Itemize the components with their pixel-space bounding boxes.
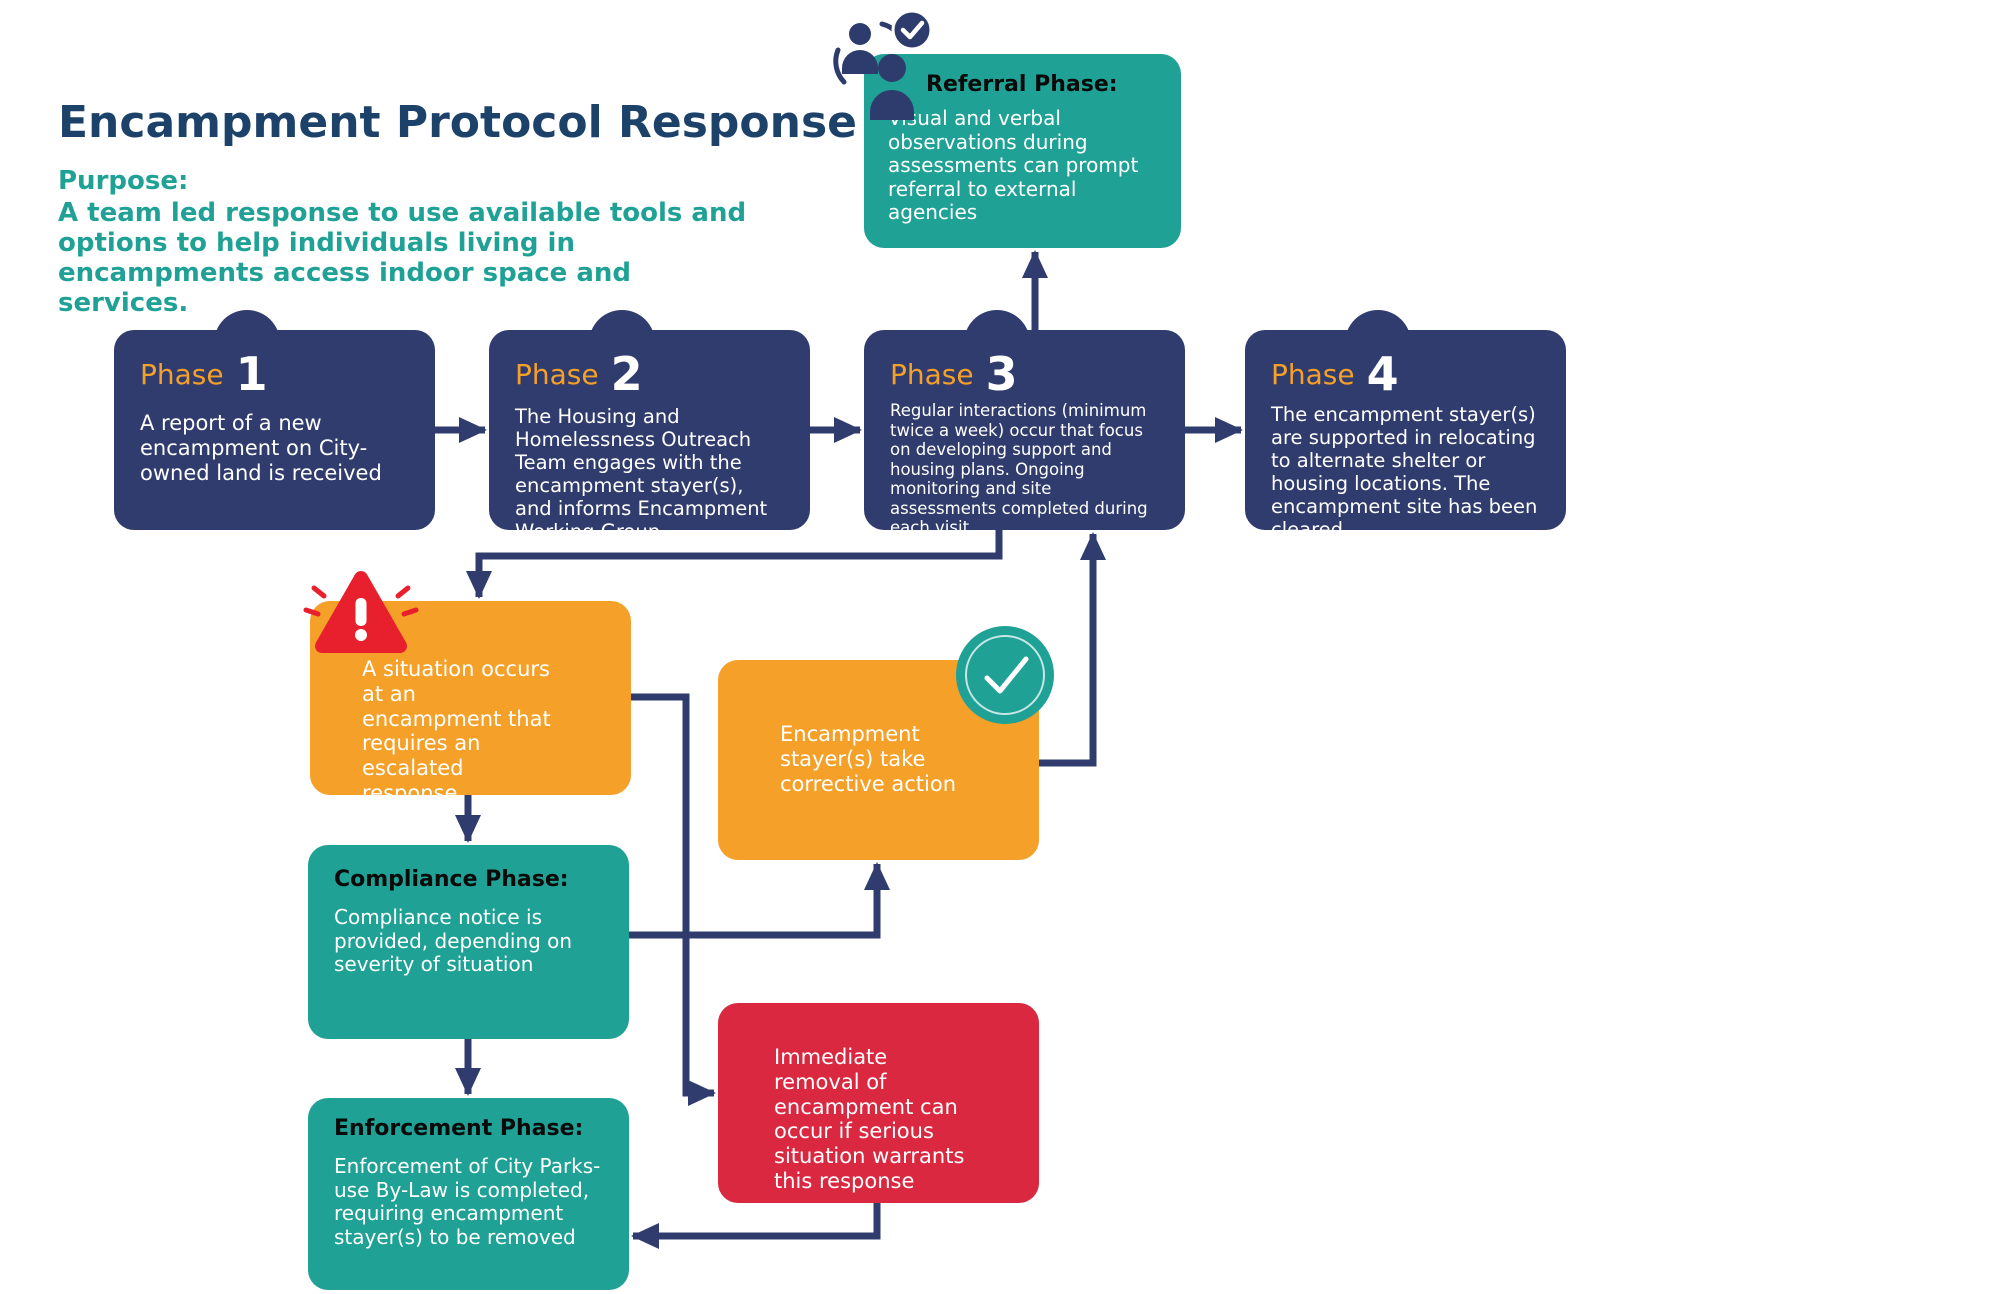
phase-3-box: Phase 3 Regular interactions (minimum tw…	[864, 310, 1185, 537]
phase-3-tab	[964, 310, 1030, 376]
referral-phase-box: Referral Phase: Visual and verbal observ…	[864, 54, 1181, 248]
compliance-phase-header: Compliance Phase:	[334, 867, 569, 892]
check-badge-icon	[891, 9, 933, 51]
compliance-phase-body: Compliance notice is provided, depending…	[334, 905, 573, 977]
arrow-removal-enforcement	[631, 1203, 881, 1249]
arrow-phase3-situation	[466, 530, 1003, 599]
phase-1-tab	[214, 310, 280, 376]
phase-4-label: Phase	[1271, 358, 1355, 392]
phase-2-box: Phase 2 The Housing and Homelessness Out…	[489, 310, 810, 543]
phase-4-body: The encampment stayer(s) are supported i…	[1271, 403, 1538, 542]
purpose-text: A team led response to use available too…	[58, 198, 747, 319]
phase-2-label: Phase	[515, 358, 599, 392]
immediate-removal-box: Immediate removal of encampment can occu…	[718, 1003, 1039, 1203]
arrow-situation-removal	[631, 693, 716, 1106]
referral-phase-header: Referral Phase:	[926, 72, 1118, 97]
enforcement-phase-body: Enforcement of City Parks-use By-Law is …	[334, 1154, 601, 1249]
phase-3-body: Regular interactions (minimum twice a we…	[890, 401, 1148, 538]
phase-1-number: 1	[235, 347, 268, 401]
referral-phase-body: Visual and verbal observations during as…	[888, 106, 1139, 225]
phase-4-box: Phase 4 The encampment stayer(s) are sup…	[1245, 310, 1566, 541]
phase-2-tab	[589, 310, 655, 376]
phase-3-number: 3	[985, 347, 1018, 401]
check-circle-icon	[956, 626, 1054, 724]
phase-4-tab	[1345, 310, 1411, 376]
phase-1-label: Phase	[140, 358, 224, 392]
phase-3-label: Phase	[890, 358, 974, 392]
compliance-phase-box: Compliance Phase: Compliance notice is p…	[308, 845, 629, 1039]
enforcement-phase-box: Enforcement Phase: Enforcement of City P…	[308, 1098, 629, 1290]
phase-1-box: Phase 1 A report of a new encampment on …	[114, 310, 435, 530]
warning-triangle-icon	[303, 571, 419, 653]
arrow-compliance-corrective	[629, 862, 890, 939]
people-referral-icon	[833, 9, 933, 120]
enforcement-phase-header: Enforcement Phase:	[334, 1116, 584, 1141]
situation-body: A situation occurs at an encampment that…	[362, 657, 551, 805]
arrow-corrective-phase3	[1039, 532, 1106, 767]
corrective-action-body: Encampment stayer(s) take corrective act…	[780, 722, 957, 796]
phase-1-body: A report of a new encampment on City-own…	[140, 411, 382, 485]
phase-2-number: 2	[610, 347, 643, 401]
immediate-removal-body: Immediate removal of encampment can occu…	[774, 1045, 965, 1193]
page-title: Encampment Protocol Response	[58, 97, 858, 148]
purpose-label: Purpose:	[58, 166, 189, 196]
phase-2-body: The Housing and Homelessness Outreach Te…	[515, 405, 768, 544]
phase-4-number: 4	[1366, 347, 1399, 401]
